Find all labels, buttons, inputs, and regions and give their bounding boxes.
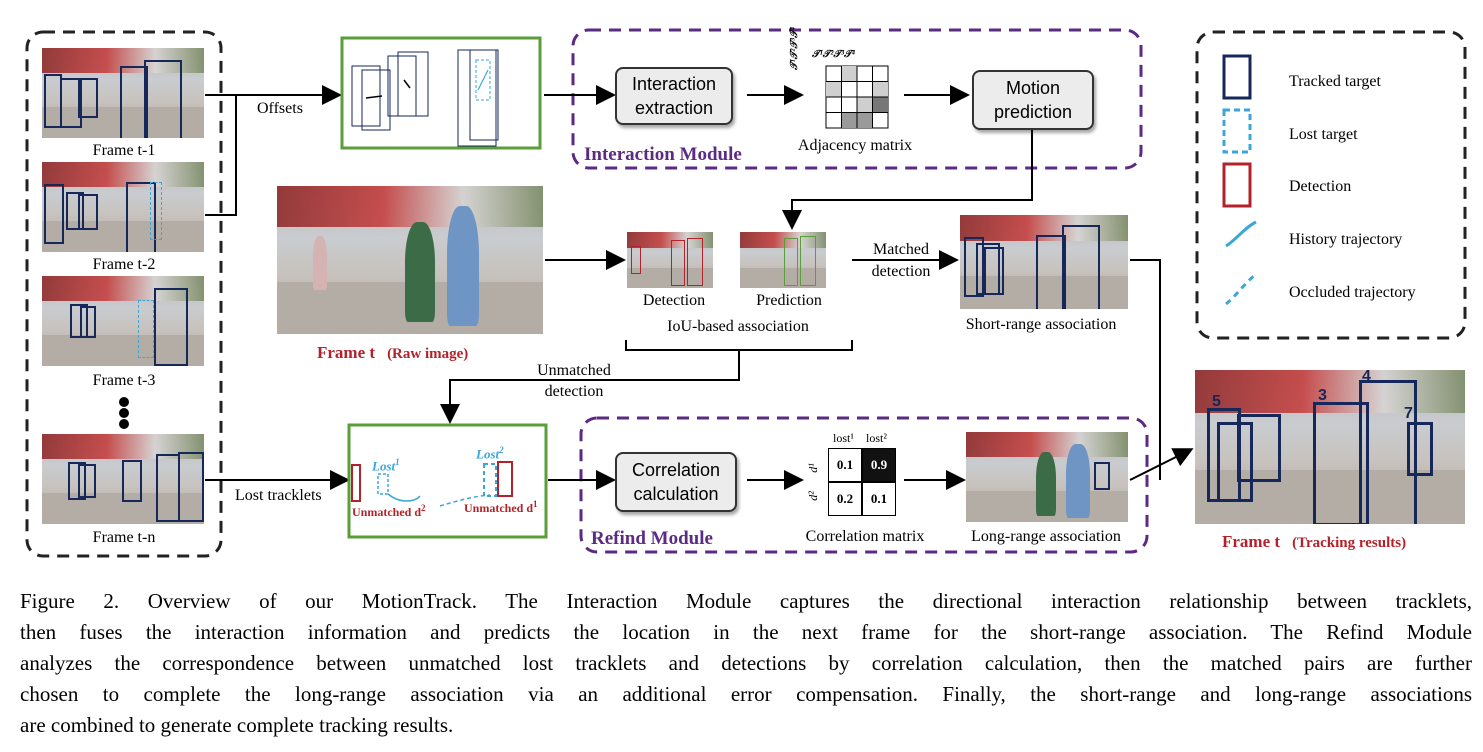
occluded-trajectory-icon — [1225, 272, 1257, 306]
figure-caption: Figure 2. Overview of our MotionTrack. T… — [20, 586, 1472, 741]
legend-tracked-target: Tracked target — [1289, 73, 1381, 90]
detection-icon — [1222, 162, 1252, 208]
frame-t2-image — [42, 162, 204, 252]
adjacency-col-headers: 𝒯¹𝒯²𝒯³𝒯⁴ — [812, 49, 856, 60]
history-trajectory-icon — [1225, 220, 1257, 248]
frame-t-result-label: Frame t(Tracking results) — [1222, 532, 1407, 551]
frame-t-result-image — [1195, 370, 1465, 524]
adjacency-row-headers: 𝒯¹𝒯²𝒯³𝒯⁴ — [789, 26, 800, 70]
frame-t-raw-image — [277, 186, 543, 334]
caption-line-1: Figure 2. Overview of our MotionTrack. T… — [20, 589, 1472, 613]
frame-t3-label: Frame t-3 — [92, 372, 156, 389]
short-range-label: Short-range association — [965, 316, 1117, 333]
history-frames-border — [25, 30, 223, 558]
track-id-3: 3 — [1318, 387, 1327, 404]
prediction-label: Prediction — [756, 292, 822, 309]
track-id-4: 4 — [1362, 368, 1371, 385]
interaction-module-border — [571, 28, 1143, 170]
legend-detection: Detection — [1289, 178, 1352, 195]
caption-line-5: are combined to generate complete tracki… — [20, 713, 454, 737]
frame-t1-label: Frame t-1 — [92, 142, 156, 159]
unmatched-d1-label: Unmatched d1 — [464, 499, 538, 515]
lost2-label: Lost2 — [476, 445, 504, 462]
unmatched-detection-label-2: detection — [544, 383, 604, 400]
corr-cell-d2-lost1: 0.2 — [828, 482, 862, 516]
legend-occluded-trajectory: Occluded trajectory — [1289, 284, 1416, 301]
legend-lost-target: Lost target — [1289, 126, 1358, 143]
matched-detection-label-1: Matched — [873, 241, 929, 258]
iou-association-label: IoU-based association — [667, 318, 809, 335]
legend-history-trajectory: History trajectory — [1289, 231, 1403, 248]
unmatched-detection-label-1: Unmatched — [537, 362, 611, 379]
matched-detection-label-2: detection — [871, 263, 931, 280]
interaction-module-title: Interaction Module — [584, 144, 742, 165]
correlation-matrix-label: Correlation matrix — [805, 528, 925, 545]
frame-t1-image — [42, 48, 204, 138]
adjacency-matrix-label: Adjacency matrix — [797, 137, 913, 154]
caption-line-2: then fuses the interaction information a… — [20, 620, 1472, 644]
corr-row-header-2: d² — [805, 491, 820, 501]
diagram-connectors — [25, 28, 1467, 558]
frame-tn-image — [42, 434, 204, 524]
lost-tracklets-green-box — [347, 423, 548, 539]
lost-target-icon — [1222, 108, 1252, 154]
offsets-green-box — [340, 36, 542, 150]
short-range-image — [960, 215, 1128, 309]
caption-line-4: chosen to complete the long-range associ… — [20, 682, 1472, 706]
track-id-7: 7 — [1404, 405, 1413, 422]
detection-label: Detection — [642, 292, 706, 309]
corr-cell-d1-lost1: 0.1 — [828, 448, 862, 482]
corr-row-header-1: d¹ — [805, 463, 820, 473]
detection-thumbnail — [627, 232, 713, 288]
corr-col-header-2: lost² — [866, 431, 887, 445]
track-id-5: 5 — [1212, 393, 1221, 410]
long-range-label: Long-range association — [971, 528, 1121, 545]
refind-module-border — [579, 416, 1149, 554]
long-range-image — [966, 432, 1128, 522]
frame-t2-label: Frame t-2 — [92, 256, 156, 273]
lost1-label: Lost1 — [372, 457, 400, 474]
frame-tn-label: Frame t-n — [92, 529, 156, 546]
lost-tracklets-label: Lost tracklets — [235, 487, 322, 504]
prediction-thumbnail — [740, 232, 826, 288]
tracked-target-icon — [1222, 54, 1252, 100]
adjacency-matrix-grid — [825, 65, 889, 129]
caption-line-3: analyzes the correspondence between unma… — [20, 651, 1472, 675]
corr-cell-d2-lost2: 0.1 — [862, 482, 896, 516]
corr-col-header-1: lost¹ — [833, 431, 854, 445]
frame-t3-image — [42, 276, 204, 366]
unmatched-d2-label: Unmatched d2 — [352, 503, 426, 519]
offsets-label: Offsets — [257, 100, 303, 117]
diagram-canvas: Frame t-1 Frame t-2 Frame t-3 Frame t-n … — [25, 26, 1467, 558]
refind-module-title: Refind Module — [591, 528, 713, 549]
frame-t-raw-label: Frame t(Raw image) — [317, 343, 469, 362]
corr-cell-d1-lost2: 0.9 — [862, 448, 896, 482]
